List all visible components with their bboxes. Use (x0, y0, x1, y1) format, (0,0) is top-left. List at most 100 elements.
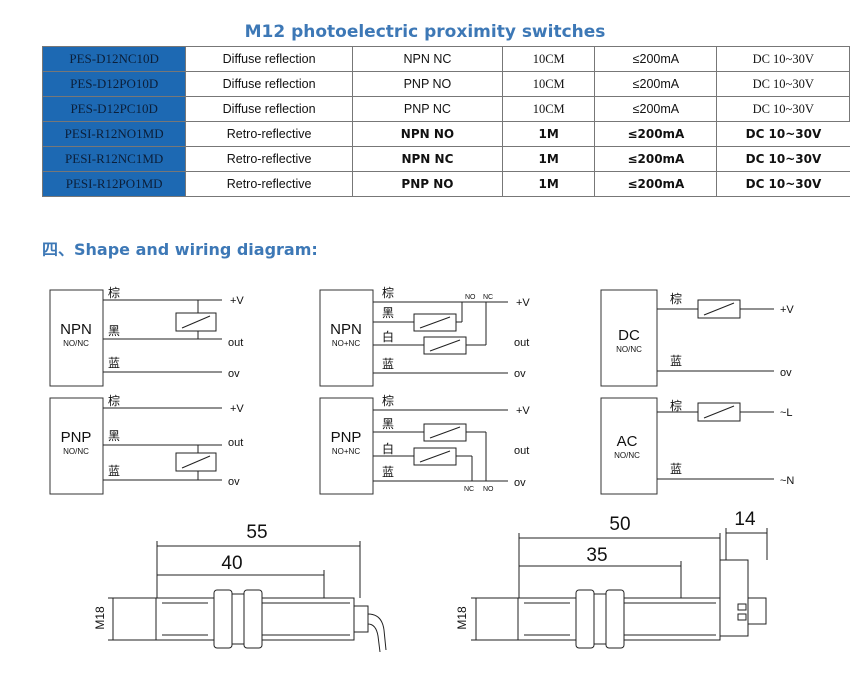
sensor-type-label: PNP (331, 429, 362, 446)
wire-blue-label: 蓝 (108, 356, 120, 370)
terminal-plus-v: +V (516, 405, 530, 417)
diameter-label: M18 (455, 606, 469, 630)
dimension-drawing-left: 55 40 M18 (93, 522, 387, 653)
ac-2wire-diagram: AC NO/NC 棕 蓝 ~L ~N (600, 397, 794, 495)
distance-cell: 10CM (501, 46, 596, 72)
contact-nc-label: NC (483, 294, 493, 301)
terminal-plus-v: +V (230, 295, 244, 307)
cable-gland (353, 605, 369, 633)
sensor-body (517, 597, 577, 641)
wire-blue-label: 蓝 (382, 465, 394, 479)
wire-white-label: 白 (382, 441, 394, 456)
hex-nut (213, 589, 233, 649)
diameter-label: M18 (93, 606, 107, 630)
terminal-out: out (514, 445, 529, 457)
npn-4wire-diagram: NPN NO+NC 棕 黑 白 蓝 NO NC +V out ov (319, 285, 530, 387)
connector-length-label: 14 (734, 509, 756, 530)
wire-black-label: 黑 (382, 306, 394, 320)
dc-2wire-diagram: DC NO/NC 棕 蓝 +V ov (600, 289, 794, 387)
wire-white-label: 白 (382, 329, 394, 344)
terminal-plus-v: +V (516, 297, 530, 309)
wire-brown-label: 棕 (670, 291, 682, 306)
wire-brown-label: 棕 (382, 393, 394, 408)
mode-cell: Retro-reflective (185, 121, 353, 147)
terminal-out: out (228, 337, 243, 349)
sensor-type-label: NPN (60, 321, 92, 338)
sensor-body (623, 597, 721, 641)
hex-nut (243, 589, 263, 649)
wire-blue-label: 蓝 (670, 354, 682, 368)
hex-nut (575, 589, 595, 649)
mode-cell: Retro-reflective (185, 171, 353, 197)
mode-cell: Diffuse reflection (185, 96, 353, 122)
sensor-type-label: PNP (61, 429, 92, 446)
terminal-out: out (514, 337, 529, 349)
terminal-ov: ov (228, 368, 240, 380)
sensor-mode-label: NO+NC (332, 339, 360, 348)
wire-brown-label: 棕 (670, 398, 682, 413)
load-symbol (175, 312, 217, 332)
current-cell: ≤200mA (594, 121, 718, 147)
wire-brown-label: 棕 (108, 393, 120, 408)
wire-black-label: 黑 (382, 417, 394, 431)
sensor-mode-label: NO/NC (616, 345, 642, 354)
overall-length-label: 55 (246, 522, 267, 543)
sensor-body (155, 597, 215, 641)
distance-cell: 10CM (501, 71, 596, 97)
voltage-cell: DC 10~30V (716, 121, 850, 147)
overall-length-label: 50 (609, 514, 630, 535)
pnp-4wire-diagram: PNP NO+NC 棕 黑 白 蓝 NC NO +V out ov (319, 393, 530, 495)
thread-length-label: 35 (586, 545, 607, 566)
pnp-3wire-diagram: PNP NO/NC 棕 黑 蓝 +V out ov (49, 393, 244, 495)
connector-pin (737, 613, 747, 621)
sensor-type-label: DC (618, 327, 640, 344)
wire-blue-label: 蓝 (670, 462, 682, 476)
load-symbol (175, 452, 217, 472)
current-cell: ≤200mA (594, 71, 718, 97)
output-cell: PNP NO (351, 171, 504, 197)
terminal-n: ~N (780, 475, 794, 487)
terminal-plus-v: +V (230, 403, 244, 415)
page-title: M12 photoelectric proximity switches (244, 22, 606, 42)
connector-plug (747, 597, 767, 625)
model-cell: PESI-R12PO1MD (41, 171, 187, 197)
mode-cell: Retro-reflective (185, 146, 353, 172)
terminal-plus-v: +V (780, 304, 794, 316)
washer (231, 593, 245, 645)
connector-housing (719, 559, 749, 637)
model-cell: PES-D12PO10D (41, 71, 187, 97)
distance-cell: 1M (501, 146, 596, 172)
section-title: 四、Shape and wiring diagram: (42, 240, 318, 259)
connector-pin (737, 603, 747, 611)
terminal-out: out (228, 437, 243, 449)
sensor-type-label: AC (617, 433, 638, 450)
wire-blue-label: 蓝 (382, 357, 394, 371)
contact-no-label: NO (483, 486, 494, 493)
terminal-ov: ov (228, 476, 240, 488)
output-cell: PNP NO (351, 71, 504, 97)
hex-nut (605, 589, 625, 649)
terminal-ov: ov (514, 368, 526, 380)
model-cell: PESI-R12NC1MD (41, 146, 187, 172)
distance-cell: 1M (501, 171, 596, 197)
contact-nc-label: NC (464, 486, 474, 493)
current-cell: ≤200mA (594, 96, 718, 122)
wire-brown-label: 棕 (108, 285, 120, 300)
sensor-mode-label: NO/NC (63, 339, 89, 348)
sensor-mode-label: NO+NC (332, 447, 360, 456)
sensor-mode-label: NO/NC (63, 447, 89, 456)
wire-black-label: 黑 (108, 324, 120, 338)
contact-no-label: NO (465, 294, 476, 301)
current-cell: ≤200mA (594, 171, 718, 197)
dimension-drawing-right: 50 35 14 M18 (455, 509, 768, 649)
wire-brown-label: 棕 (382, 285, 394, 300)
sensor-mode-label: NO/NC (614, 451, 640, 460)
sensor-type-label: NPN (330, 321, 362, 338)
npn-3wire-diagram: NPN NO/NC 棕 黑 蓝 +V out ov (49, 285, 244, 387)
